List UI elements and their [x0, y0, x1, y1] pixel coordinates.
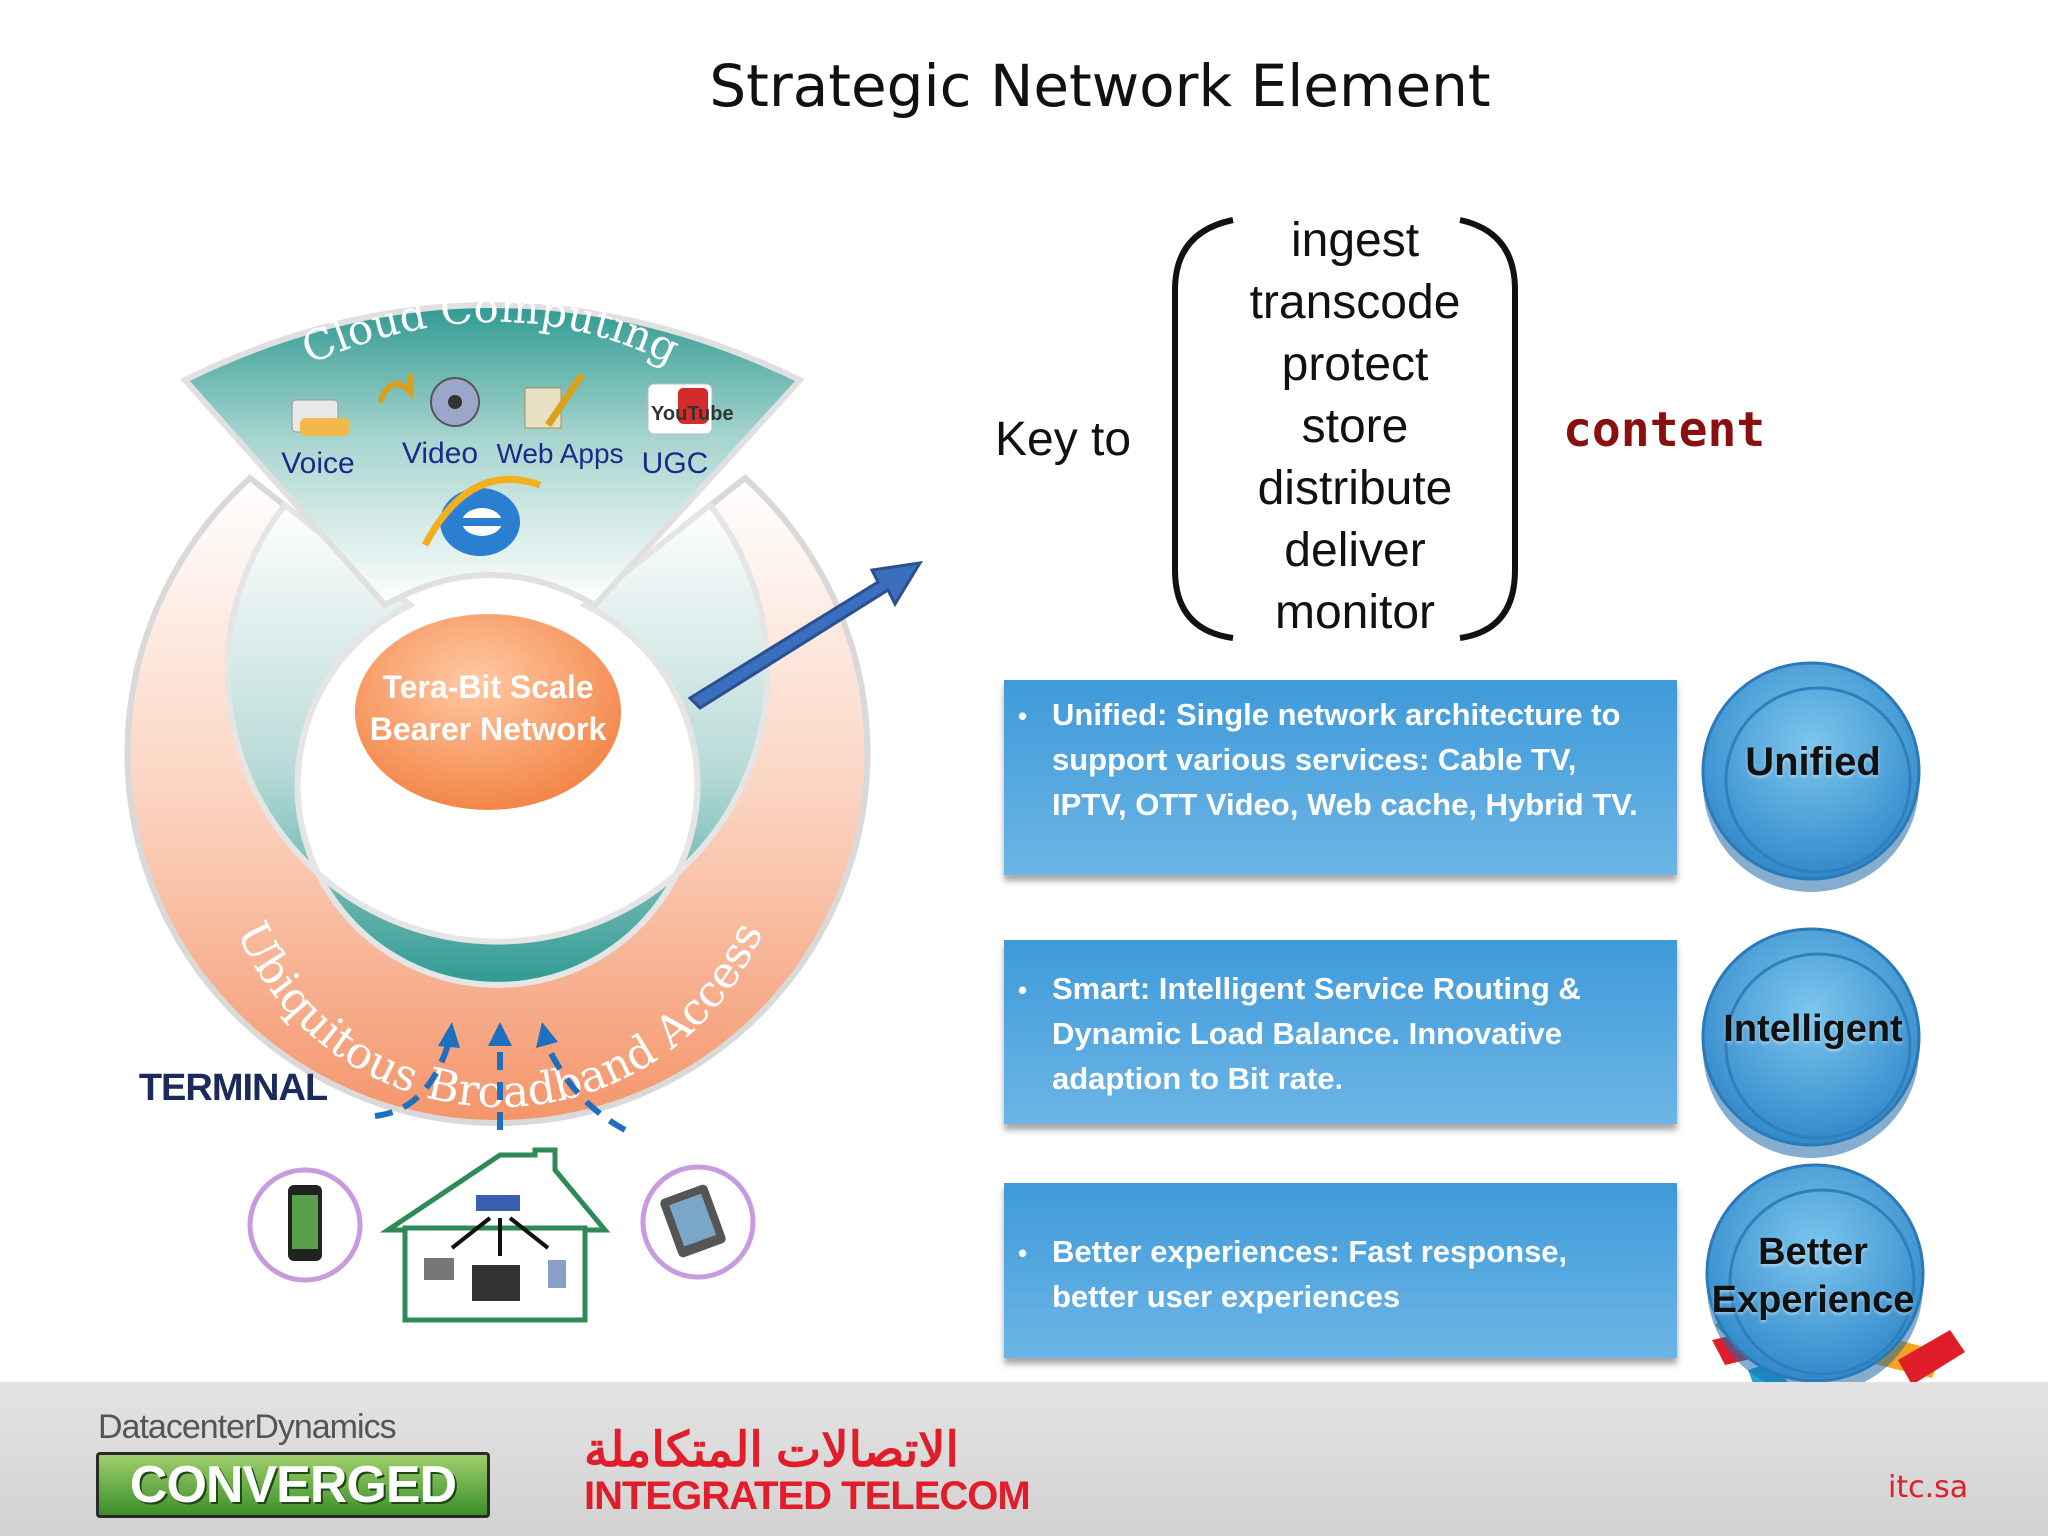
video-icon — [377, 374, 480, 427]
feature-text-experience: Better experiences: Fast response, bette… — [1052, 1234, 1568, 1314]
service-label-web-apps: Web Apps — [496, 438, 623, 469]
internet-explorer-icon — [421, 475, 542, 556]
service-label-ugc: UGC — [642, 447, 709, 480]
verb-store: store — [1301, 400, 1409, 453]
core-network — [351, 610, 625, 814]
youtube-logo-text: YouTube — [651, 403, 734, 425]
circle-label-line2: Experience — [1711, 1279, 1915, 1321]
circle-label-better-experience: Better Experience — [1698, 1228, 1928, 1324]
datacenter-dynamics-logo: DatacenterDynamics — [98, 1408, 397, 1446]
intelligent-circle — [1701, 927, 1921, 1158]
tablet-icon — [640, 1164, 756, 1280]
youtube-icon: YouTube — [647, 383, 734, 435]
verbs-bracket — [1172, 217, 1518, 641]
converged-logo: CONVERGED — [96, 1452, 490, 1518]
verb-protect: protect — [1281, 338, 1429, 391]
circle-label-unified: Unified — [1745, 740, 1881, 784]
content-label: content — [1563, 402, 1766, 458]
verb-distribute: distribute — [1257, 462, 1453, 515]
content-verbs: ingest transcode protect store distribut… — [1175, 210, 1535, 644]
terminal-arrows — [374, 1037, 627, 1133]
direction-arrow — [687, 561, 923, 710]
key-to-label: Key to — [995, 413, 1132, 466]
terminal-arrowheads — [438, 1022, 558, 1048]
itc-url: itc.sa — [1888, 1470, 1969, 1505]
integrated-telecom-arabic: الاتصالات المتكاملة — [584, 1424, 959, 1477]
cloud-computing-fan — [180, 302, 805, 609]
verb-deliver: deliver — [1284, 524, 1426, 577]
voice-icon — [291, 399, 350, 436]
verb-monitor: monitor — [1274, 586, 1436, 639]
integrated-telecom-english: INTEGRATED TELECOM — [584, 1474, 1031, 1518]
feature-box-experience: • Better experiences: Fast response, bet… — [1004, 1183, 1677, 1358]
smartphone-icon — [247, 1167, 363, 1283]
web-apps-icon — [524, 373, 585, 429]
circle-label-intelligent: Intelligent — [1723, 1008, 1903, 1050]
core-label-line2: Bearer Network — [370, 711, 607, 747]
network-diagram: Tera-Bit Scale Bearer Network CDN (Conte… — [124, 217, 1965, 1382]
core-label-line1: Tera-Bit Scale — [382, 669, 593, 705]
unified-circle — [1701, 661, 1921, 892]
verb-ingest: ingest — [1290, 214, 1420, 267]
house-icon — [379, 1147, 611, 1323]
feature-box-smart: • Smart: Intelligent Service Routing & D… — [1004, 940, 1677, 1124]
better-experience-circle — [1705, 1163, 1925, 1382]
bullet: • — [1018, 975, 1028, 1005]
feature-text-unified: Unified: Single network architecture to … — [1052, 697, 1638, 822]
slide-title: Strategic Network Element — [709, 52, 1491, 120]
verb-transcode: transcode — [1249, 276, 1461, 329]
feature-box-unified: • Unified: Single network architecture t… — [1004, 680, 1677, 875]
service-label-voice: Voice — [281, 447, 354, 480]
bullet: • — [1018, 701, 1028, 731]
bullet: • — [1018, 1238, 1028, 1268]
terminal-label: TERMINAL — [139, 1067, 328, 1109]
feature-text-smart: Smart: Intelligent Service Routing & Dyn… — [1052, 971, 1581, 1096]
circle-label-line1: Better — [1758, 1231, 1868, 1273]
cdn-ring — [224, 500, 771, 988]
service-label-video: Video — [402, 437, 478, 470]
